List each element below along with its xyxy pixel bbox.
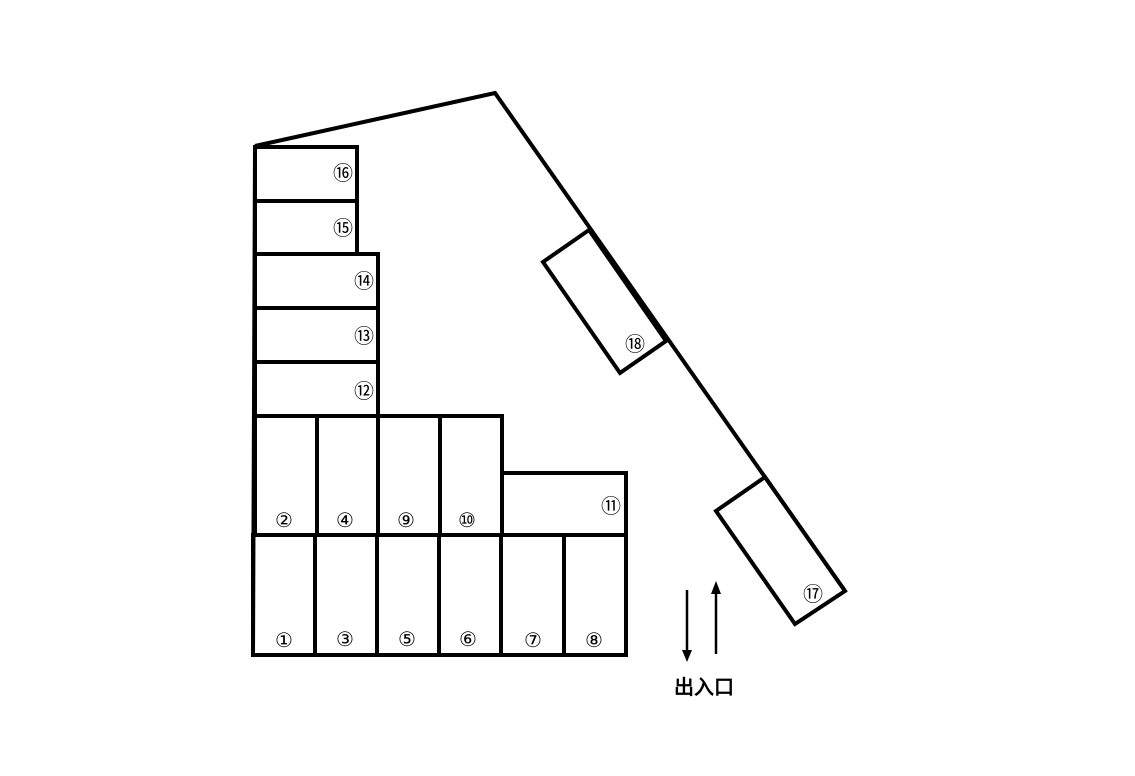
label-space-2: ②: [275, 508, 293, 532]
space-8[interactable]: [562, 533, 628, 657]
exit-arrow-down-icon: [682, 590, 692, 662]
label-space-11: ⑪: [601, 494, 621, 518]
label-space-17: ⑰: [803, 582, 823, 606]
space-17[interactable]: [713, 474, 848, 627]
label-space-9: ⑨: [397, 508, 415, 532]
label-space-18: ⑱: [625, 332, 645, 356]
label-space-3: ③: [336, 627, 354, 651]
label-space-8: ⑧: [585, 628, 603, 652]
space-18[interactable]: [540, 227, 669, 376]
label-space-4: ④: [336, 508, 354, 532]
label-space-7: ⑦: [524, 628, 542, 652]
label-space-6: ⑥: [459, 627, 477, 651]
label-space-14: ⑭: [354, 269, 374, 293]
lot-boundary: [254, 90, 847, 593]
label-space-1: ①: [275, 628, 293, 652]
label-space-15: ⑮: [333, 216, 353, 240]
entrance-label: 出入口: [674, 675, 734, 699]
label-space-5: ⑤: [398, 627, 416, 651]
label-space-13: ⑬: [354, 324, 374, 348]
label-space-16: ⑯: [333, 161, 353, 185]
label-space-12: ⑫: [354, 379, 374, 403]
entry-arrow-up-icon: [711, 581, 721, 654]
label-space-10: ⑩: [458, 508, 476, 532]
